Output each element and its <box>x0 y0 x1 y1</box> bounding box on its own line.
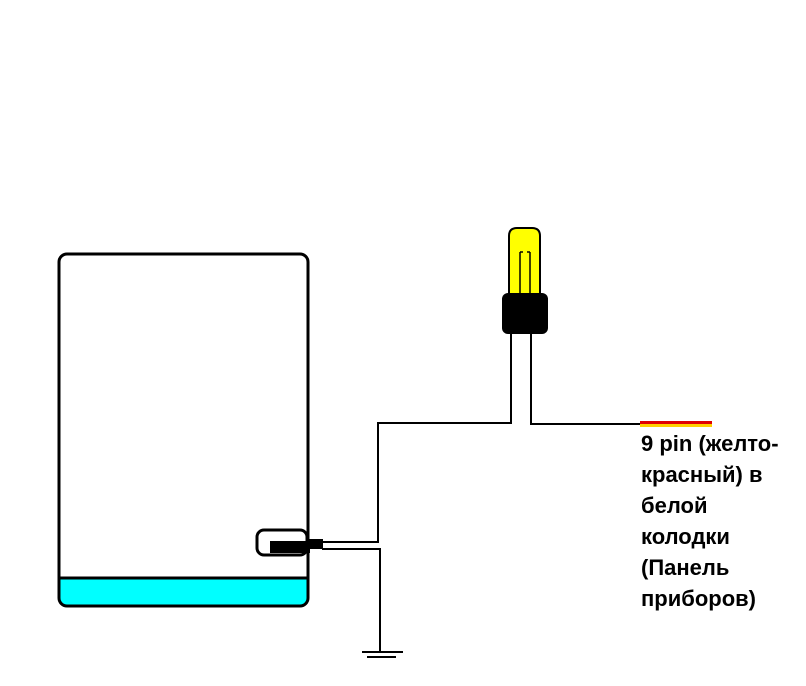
label-line: 9 pin (желто- <box>641 431 779 456</box>
tank <box>57 252 310 608</box>
label-line: (Панель <box>641 555 730 580</box>
water-level <box>60 578 307 605</box>
label-line: белой <box>641 493 708 518</box>
label-line: красный) в <box>641 462 763 487</box>
bulb-socket <box>502 293 548 334</box>
ground-symbol-icon <box>362 651 403 658</box>
pin-wire-color-marker <box>640 421 712 427</box>
bulb-glass <box>508 227 541 297</box>
sensor-connector <box>308 539 323 549</box>
label-line: приборов) <box>641 586 757 611</box>
tank-outline <box>57 252 310 608</box>
pin-label: 9 pin (желто- красный) в белой колодки (… <box>641 428 779 614</box>
ground-wire <box>322 548 381 652</box>
level-sensor <box>255 528 323 557</box>
label-line: колодки <box>641 524 730 549</box>
bulb-output-wire <box>530 333 640 425</box>
signal-wire <box>322 333 512 543</box>
indicator-bulb-icon <box>502 227 548 334</box>
wires <box>322 333 640 652</box>
sensor-plug <box>270 541 310 553</box>
